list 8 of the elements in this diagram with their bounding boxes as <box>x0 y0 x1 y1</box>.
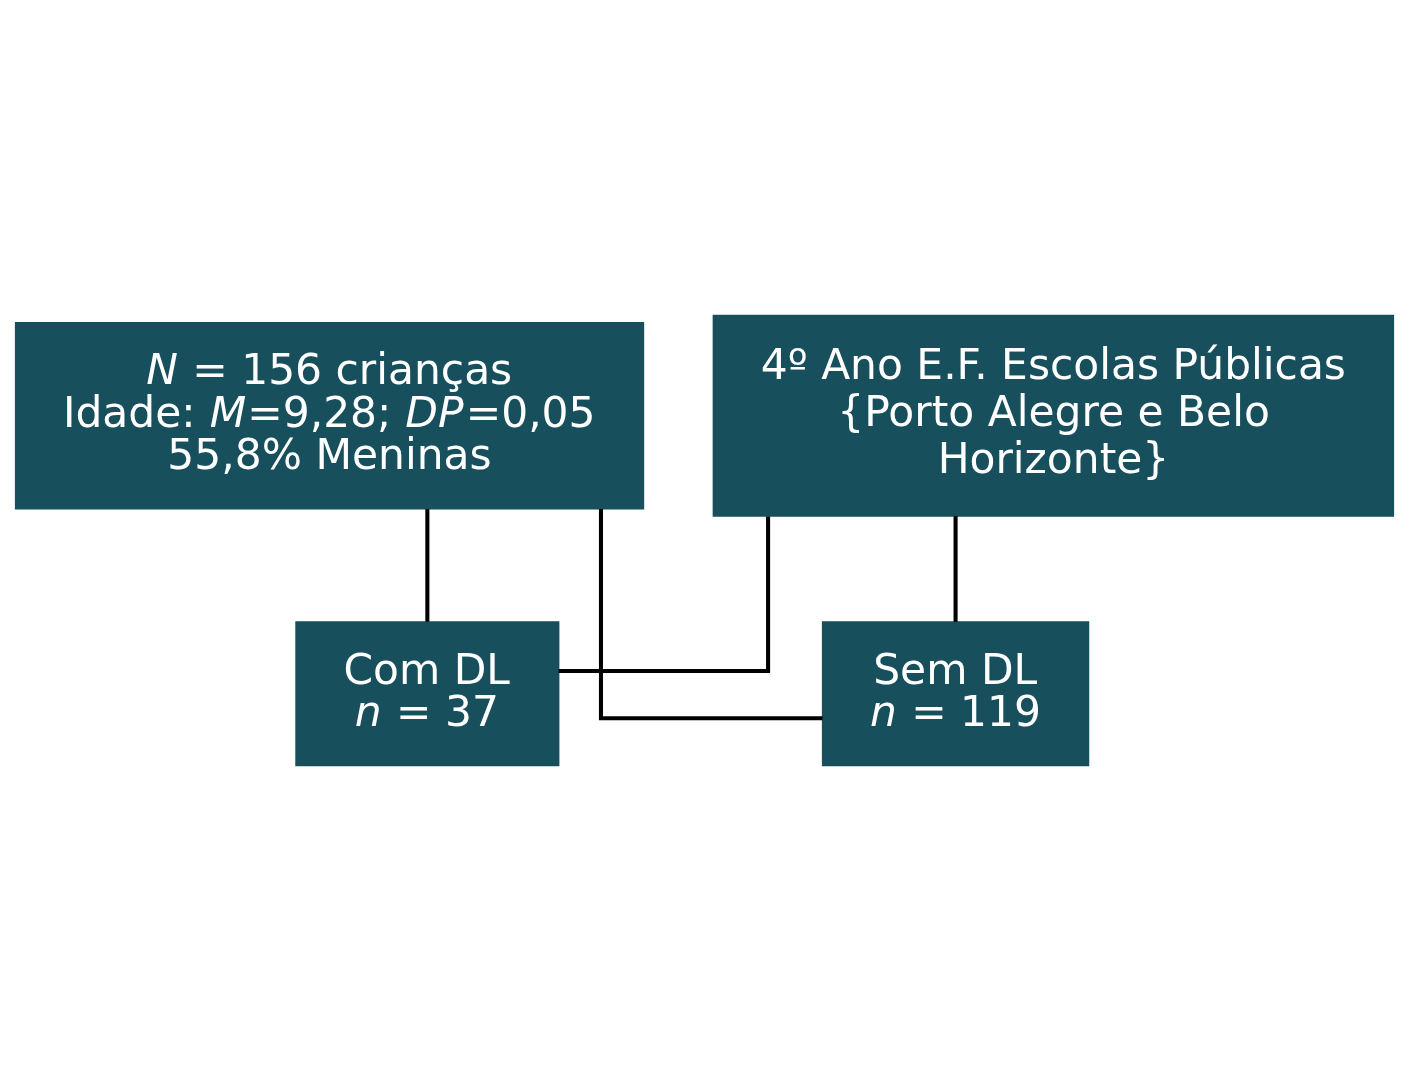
node-box: Sem DL n = 119 <box>821 620 1090 766</box>
connector <box>598 508 823 720</box>
connector <box>953 515 958 622</box>
connector <box>425 508 430 622</box>
node-box: Com DL n = 37 <box>295 620 560 766</box>
node-box: 4º Ano E.F. Escolas Públicas {Porto Alegre e Belo Horizonte} <box>712 314 1395 517</box>
connector <box>558 516 771 673</box>
node-box: N = 156 crianças Idade: M=9,28; DP=0,05 55,8% Meninas <box>14 321 645 510</box>
